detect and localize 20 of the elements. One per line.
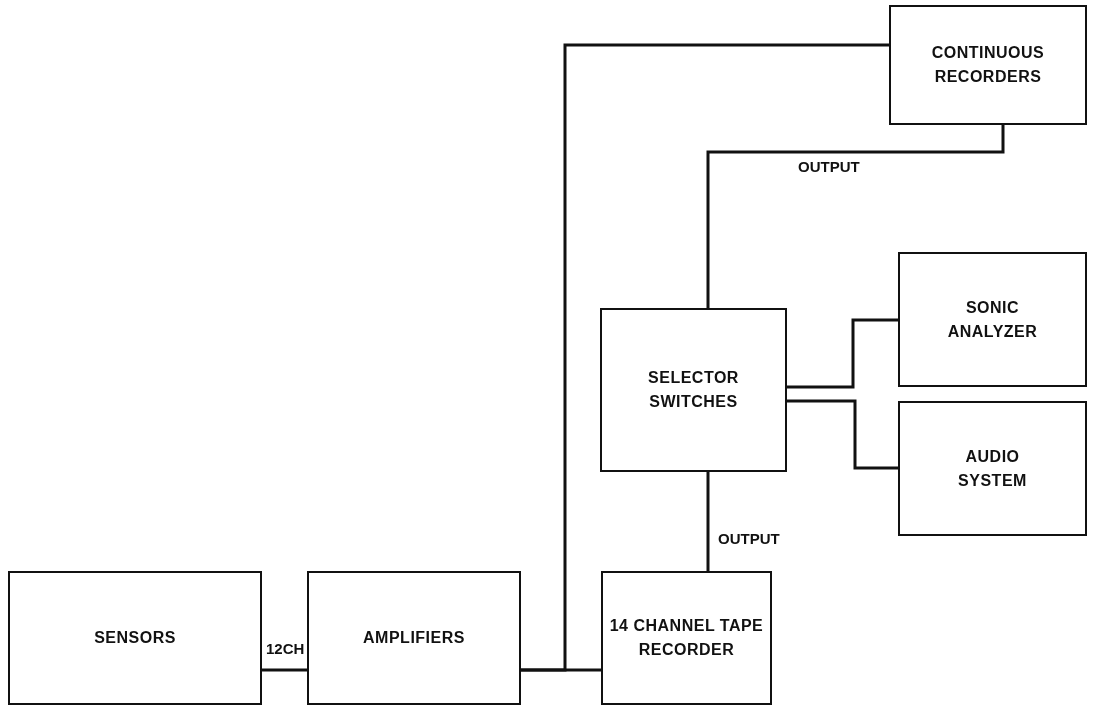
process-box xyxy=(889,5,1087,125)
box-label: AMPLIFIERS xyxy=(363,628,465,648)
box-label: SENSORS xyxy=(94,628,176,648)
process-box xyxy=(898,252,1087,387)
process-box xyxy=(600,308,787,472)
connector-line xyxy=(521,43,889,672)
process-box xyxy=(601,571,772,705)
connector-line xyxy=(787,399,898,470)
box-label: AUDIO SYSTEM xyxy=(957,446,1028,491)
box-label: SELECTOR SWITCHES xyxy=(647,368,740,412)
box-label: SONIC ANALYZER xyxy=(946,297,1039,342)
connector-line xyxy=(706,124,1005,308)
connector-line xyxy=(787,318,898,389)
process-box xyxy=(8,571,262,705)
box-label: CONTINUOUS RECORDERS xyxy=(930,43,1046,87)
box-label: 14 CHANNEL TAPE RECORDER xyxy=(608,616,765,660)
connector-line xyxy=(262,668,307,672)
connector-line xyxy=(706,472,710,571)
process-box xyxy=(307,571,521,705)
process-box xyxy=(898,401,1087,536)
